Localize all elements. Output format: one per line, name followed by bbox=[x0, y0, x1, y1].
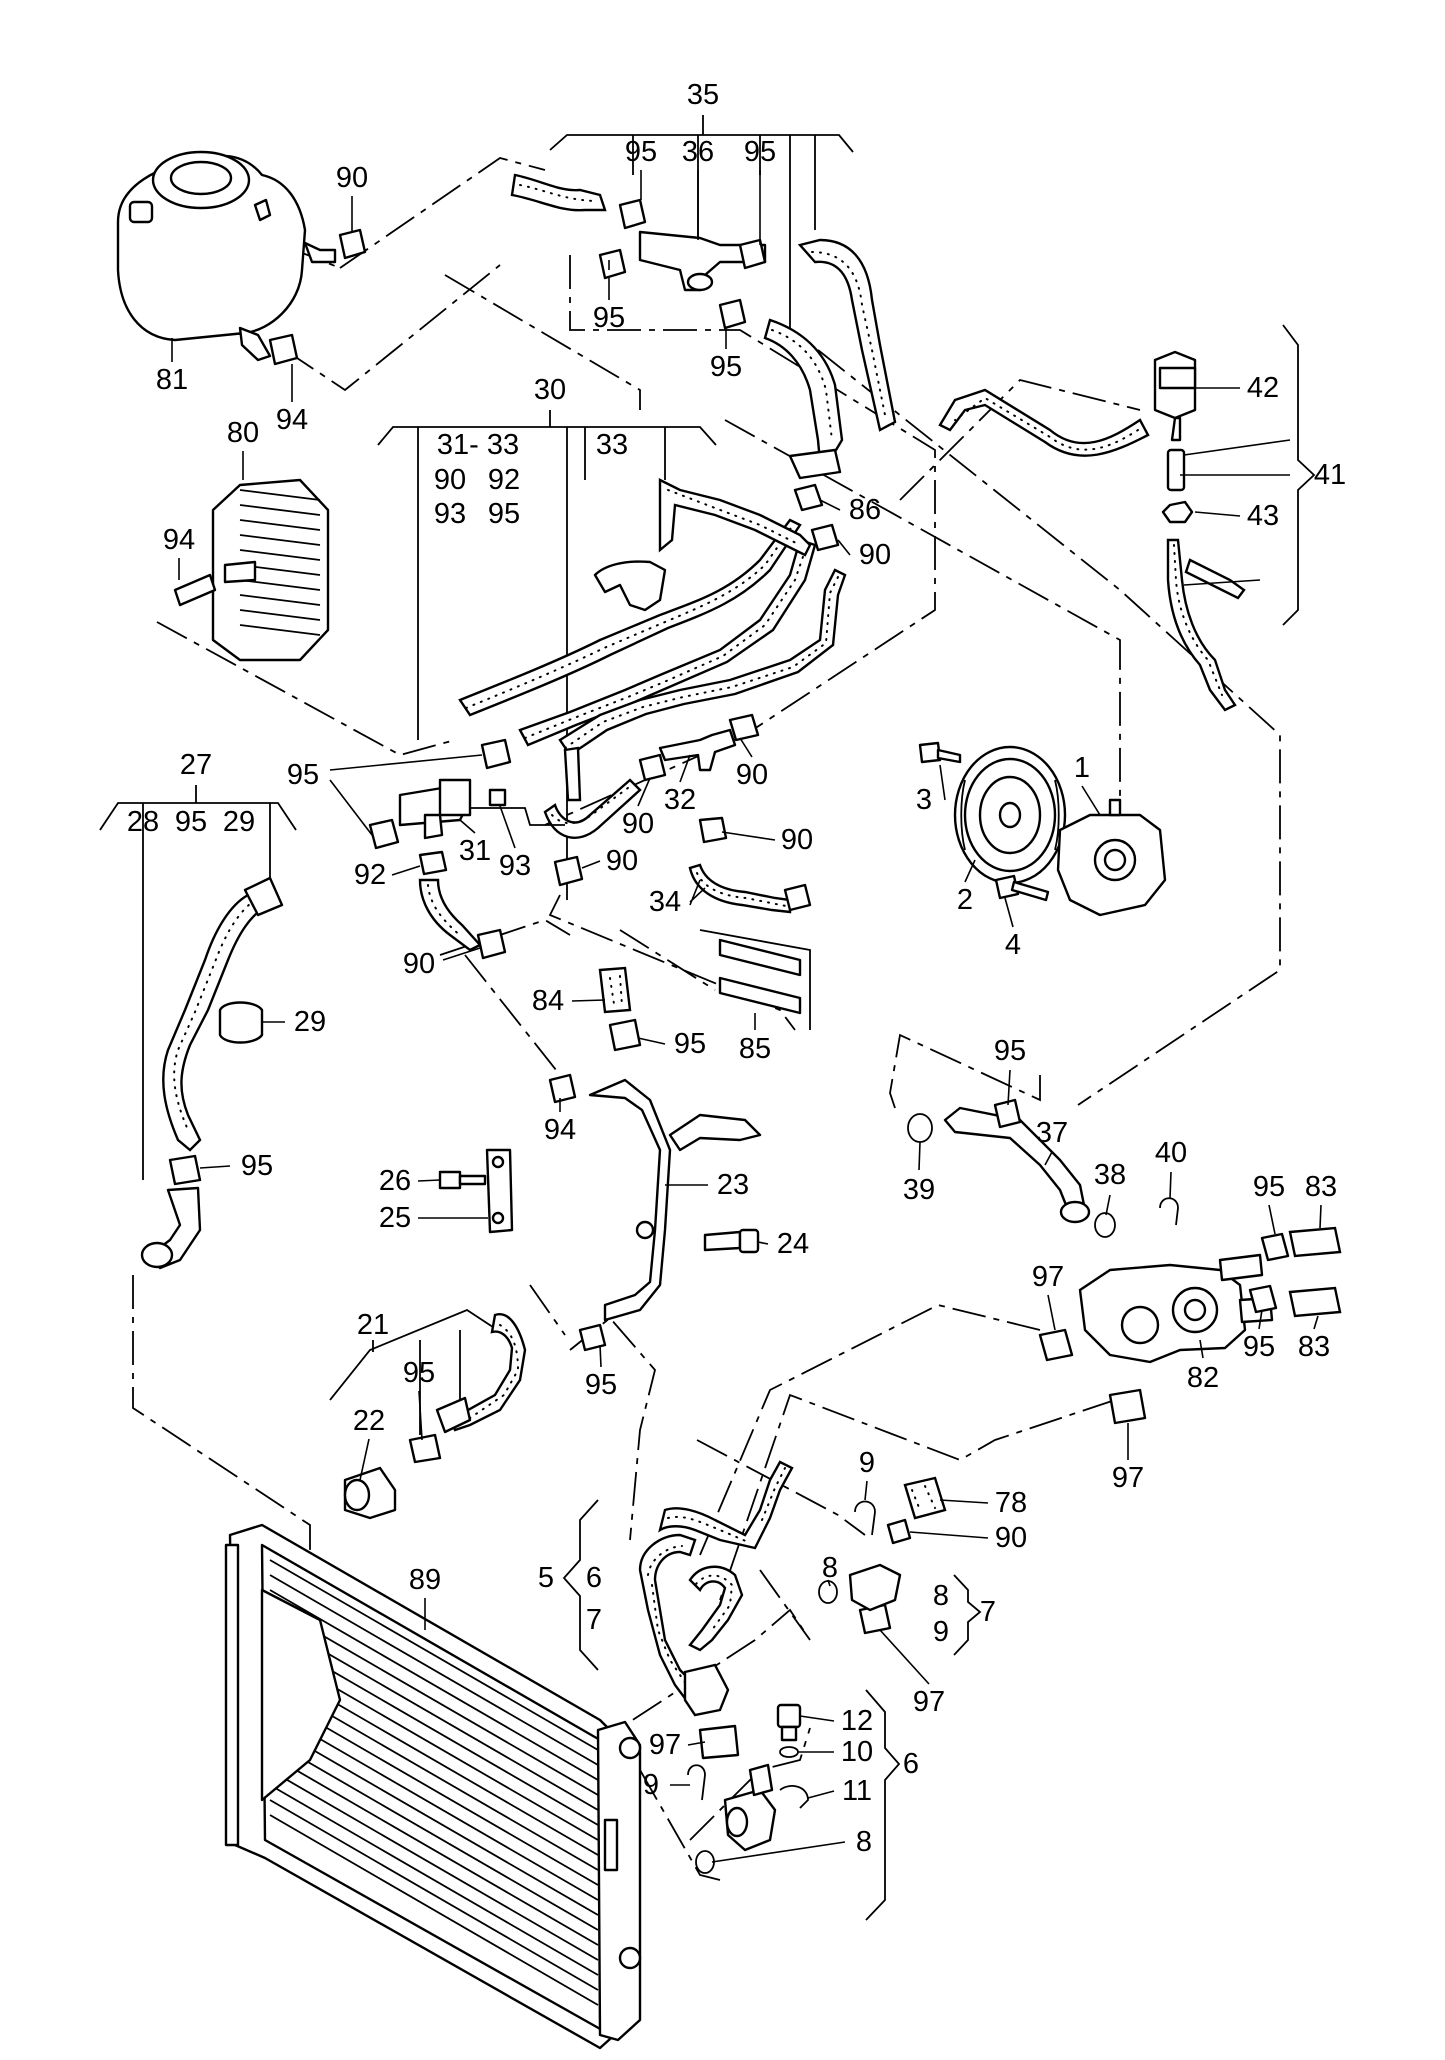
part-callout-c90i: 90 bbox=[995, 1522, 1027, 1554]
hose-group bbox=[162, 173, 1342, 1717]
part-callout-c35a: 35 bbox=[687, 79, 719, 111]
part-callout-c36: 36 bbox=[682, 136, 714, 168]
part-callout-c9a: 9 bbox=[859, 1447, 875, 1479]
part-callout-c90h: 90 bbox=[403, 948, 435, 980]
part-callout-c93b: 93 bbox=[499, 850, 531, 882]
part-callout-c95m: 95 bbox=[1243, 1331, 1275, 1363]
part-callout-c23: 23 bbox=[717, 1169, 749, 1201]
part-callout-c82: 82 bbox=[1187, 1362, 1219, 1394]
part-callout-c90b: 90 bbox=[434, 464, 466, 496]
part-callout-c95k: 95 bbox=[1253, 1171, 1285, 1203]
part-callout-c90d: 90 bbox=[736, 759, 768, 791]
part-callout-c85: 85 bbox=[739, 1033, 771, 1065]
part-callout-c89: 89 bbox=[409, 1564, 441, 1596]
part-callout-c24: 24 bbox=[777, 1228, 809, 1260]
part-callout-c90f: 90 bbox=[781, 824, 813, 856]
part-callout-c95j: 95 bbox=[241, 1150, 273, 1182]
part-callout-c40: 40 bbox=[1155, 1137, 1187, 1169]
part-callout-c26: 26 bbox=[379, 1165, 411, 1197]
part-callout-c84: 84 bbox=[532, 985, 564, 1017]
part-callout-c7b: 7 bbox=[586, 1604, 602, 1636]
part-callout-c83b: 83 bbox=[1298, 1331, 1330, 1363]
part-callout-c94c: 94 bbox=[544, 1114, 576, 1146]
part-callout-c95f: 95 bbox=[287, 759, 319, 791]
part-callout-c97b: 97 bbox=[1112, 1462, 1144, 1494]
part-callout-c12: 12 bbox=[841, 1705, 873, 1737]
part-callout-c28: 28 bbox=[127, 806, 159, 838]
part-callout-c31: 31 bbox=[459, 835, 491, 867]
part-callout-c37: 37 bbox=[1036, 1117, 1068, 1149]
part-callout-c3: 3 bbox=[916, 784, 932, 816]
fittings bbox=[140, 198, 1290, 2050]
part-callout-c97c: 97 bbox=[913, 1686, 945, 1718]
part-callout-c39: 39 bbox=[903, 1174, 935, 1206]
part-callout-c38: 38 bbox=[1094, 1159, 1126, 1191]
part-callout-c33: 33 bbox=[596, 429, 628, 461]
part-callout-c6a: 6 bbox=[586, 1562, 602, 1594]
part-callout-c92a: 92 bbox=[488, 464, 520, 496]
part-callout-c8a: 8 bbox=[822, 1552, 838, 1584]
part-callout-c1: 1 bbox=[1074, 752, 1090, 784]
oil-cooler bbox=[173, 478, 330, 662]
part-callout-c78: 78 bbox=[995, 1487, 1027, 1519]
part-callout-c7a: 7 bbox=[980, 1596, 996, 1628]
part-callout-c94a: 94 bbox=[276, 404, 308, 436]
part-callout-c2: 2 bbox=[957, 884, 973, 916]
part-callout-c25: 25 bbox=[379, 1202, 411, 1234]
part-callout-c95l: 95 bbox=[585, 1369, 617, 1401]
part-callout-c86: 86 bbox=[849, 494, 881, 526]
part-callout-c8b: 8 bbox=[933, 1580, 949, 1612]
part-callout-c5: 5 bbox=[538, 1562, 554, 1594]
expansion-tank bbox=[116, 150, 337, 362]
part-callout-c27: 27 bbox=[180, 749, 212, 781]
part-callout-c4: 4 bbox=[1005, 929, 1021, 961]
part-callout-c97d: 97 bbox=[649, 1729, 681, 1761]
part-callout-c22: 22 bbox=[353, 1405, 385, 1437]
part-callout-c30: 30 bbox=[534, 374, 566, 406]
part-callout-c41: 41 bbox=[1314, 459, 1346, 491]
part-callout-c21: 21 bbox=[357, 1309, 389, 1341]
part-callout-c34: 34 bbox=[649, 886, 681, 918]
part-callout-c83a: 83 bbox=[1305, 1171, 1337, 1203]
part-callout-c90c: 90 bbox=[859, 539, 891, 571]
part-callout-c80: 80 bbox=[227, 417, 259, 449]
part-callout-c95a: 95 bbox=[625, 136, 657, 168]
part-callout-c10: 10 bbox=[841, 1736, 873, 1768]
part-callout-c95g: 95 bbox=[175, 806, 207, 838]
part-callout-c42: 42 bbox=[1247, 372, 1279, 404]
part-callout-c90a: 90 bbox=[336, 162, 368, 194]
part-callout-c95n: 95 bbox=[403, 1357, 435, 1389]
part-callout-c32: 32 bbox=[664, 784, 696, 816]
part-callout-c6b: 6 bbox=[903, 1748, 919, 1780]
leader-lines bbox=[171, 170, 1322, 1863]
part-callout-c95d: 95 bbox=[710, 351, 742, 383]
part-callout-c95c: 95 bbox=[593, 302, 625, 334]
part-callout-c95h: 95 bbox=[674, 1028, 706, 1060]
part-callout-c9c: 9 bbox=[643, 1769, 659, 1801]
part-callout-c11: 11 bbox=[842, 1775, 872, 1807]
part-callout-c3133: 31- 33 bbox=[437, 429, 519, 461]
part-callout-c90g: 90 bbox=[606, 845, 638, 877]
part-callout-c29b: 29 bbox=[294, 1006, 326, 1038]
part-callout-c94b: 94 bbox=[163, 524, 195, 556]
part-callout-c92b: 92 bbox=[354, 859, 386, 891]
part-callout-c97a: 97 bbox=[1032, 1261, 1064, 1293]
part-callout-c81: 81 bbox=[156, 364, 188, 396]
part-callout-c29a: 29 bbox=[223, 806, 255, 838]
part-callout-c9b: 9 bbox=[933, 1616, 949, 1648]
part-callout-c93a: 93 bbox=[434, 498, 466, 530]
part-callout-c43: 43 bbox=[1247, 500, 1279, 532]
part-callout-c95i: 95 bbox=[994, 1035, 1026, 1067]
part-callout-c90e: 90 bbox=[622, 808, 654, 840]
part-callout-c95e: 95 bbox=[488, 498, 520, 530]
part-callout-c8c: 8 bbox=[856, 1826, 872, 1858]
part-callout-c95b: 95 bbox=[744, 136, 776, 168]
